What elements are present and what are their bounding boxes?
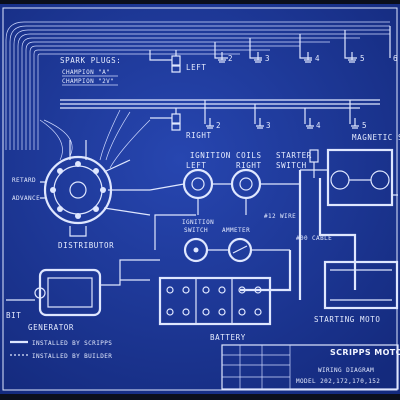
spark-plug-right: RIGHT — [150, 108, 212, 140]
label-champion-1: CHAMPION "A" — [62, 69, 110, 76]
plug-num-mid-3: 3 — [266, 121, 271, 130]
distributor: RETARD ADVANCE DISTRIBUTOR — [12, 109, 151, 250]
main-harness — [5, 21, 390, 150]
label-advance: ADVANCE — [12, 195, 40, 202]
plug-num-top-3: 3 — [265, 54, 270, 63]
label-bit: BIT — [6, 311, 21, 320]
label-magnetic-switch: MAGNETIC S — [352, 133, 400, 142]
spark-plug-notes: SPARK PLUGS: CHAMPION "A" CHAMPION "2V" — [60, 56, 121, 86]
label-coil-right: RIGHT — [236, 161, 262, 170]
plug-num-top-6: 6 — [393, 54, 398, 63]
label-installed-scripps: INSTALLED BY SCRIPPS — [32, 340, 112, 347]
plug-row-mid: 2 3 4 5 — [60, 99, 380, 130]
label-distributor: DISTRIBUTOR — [58, 241, 114, 250]
label-starter-switch-2: SWITCH — [276, 161, 307, 170]
generator: BIT GENERATOR — [6, 259, 160, 332]
title-drawing: WIRING DIAGRAM — [318, 367, 374, 374]
label-champion-2: CHAMPION "2V" — [62, 78, 114, 85]
plug-num-top-2: 2 — [228, 54, 233, 63]
title-company: SCRIPPS MOTOR — [330, 348, 400, 357]
plug-num-mid-5: 5 — [362, 121, 367, 130]
ammeter: AMMETER — [207, 227, 290, 263]
plug-num-mid-1: 2 — [216, 121, 221, 130]
ignition-coils: IGNITION COILS LEFT RIGHT — [149, 151, 300, 215]
label-cable-00: #00 CABLE — [296, 235, 332, 242]
label-right: RIGHT — [186, 131, 212, 140]
label-ignition-coils: IGNITION COILS — [190, 151, 262, 160]
label-left: LEFT — [186, 63, 206, 72]
label-generator: GENERATOR — [28, 323, 74, 332]
magnetic-switch: MAGNETIC S — [300, 133, 400, 207]
label-ignition-switch-2: SWITCH — [184, 227, 208, 234]
plug-row-top: 2 3 4 5 6 — [214, 26, 398, 63]
label-ammeter: AMMETER — [222, 227, 250, 234]
title-model: MODEL 202,172,170,152 — [296, 378, 380, 385]
plug-num-top-4: 4 — [315, 54, 320, 63]
label-starter-switch-1: STARTER — [276, 151, 312, 160]
plug-num-mid-4: 4 — [316, 121, 321, 130]
label-wire-12: #12 WIRE — [264, 213, 296, 220]
label-installed-builder: INSTALLED BY BUILDER — [32, 353, 112, 360]
title-block: SCRIPPS MOTOR WIRING DIAGRAM MODEL 202,1… — [221, 344, 400, 390]
label-spark-plugs: SPARK PLUGS: — [60, 56, 121, 65]
starting-motor: STARTING MOTO — [314, 250, 399, 324]
plug-num-top-5: 5 — [360, 54, 365, 63]
spark-plug-left: LEFT — [149, 50, 206, 73]
label-ignition-switch-1: IGNITION — [182, 219, 214, 226]
paper — [0, 4, 400, 394]
sheet-border — [2, 7, 398, 391]
battery: BATTERY — [158, 276, 272, 342]
label-starting-motor: STARTING MOTO — [314, 315, 381, 324]
label-retard: RETARD — [12, 177, 36, 184]
legend: INSTALLED BY SCRIPPS INSTALLED BY BUILDE… — [10, 340, 112, 360]
label-battery: BATTERY — [210, 333, 246, 342]
label-coil-left: LEFT — [186, 161, 206, 170]
